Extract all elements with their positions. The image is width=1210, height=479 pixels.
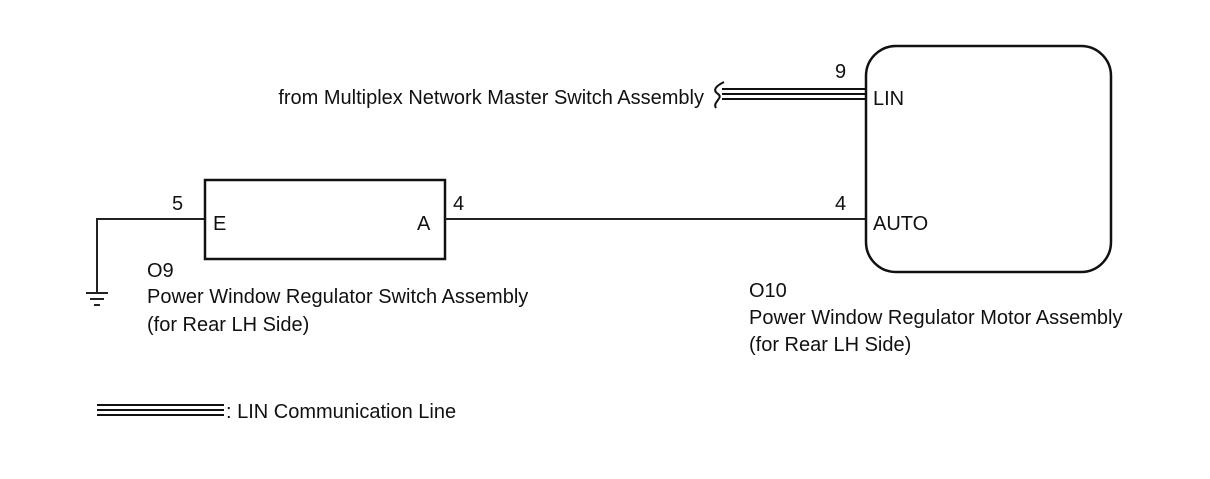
motor-side: (for Rear LH Side) (749, 334, 911, 356)
motor-code: O10 (749, 280, 787, 302)
motor-pin-lin-number: 9 (835, 61, 846, 83)
switch-code: O9 (147, 260, 174, 282)
source-label: from Multiplex Network Master Switch Ass… (278, 87, 704, 109)
ground-icon (86, 292, 108, 306)
switch-pin-a-label: A (417, 213, 431, 235)
legend-label: : LIN Communication Line (226, 401, 456, 423)
legend-lin-symbol (97, 404, 224, 416)
lin-communication-line (722, 88, 866, 100)
motor-assembly-box (864, 44, 1113, 274)
motor-pin-auto-number: 4 (835, 193, 846, 215)
motor-name: Power Window Regulator Motor Assembly (749, 307, 1122, 329)
switch-pin-a-number: 4 (453, 193, 464, 215)
motor-pin-lin-label: LIN (873, 88, 904, 110)
switch-pin-e-number: 5 (172, 193, 183, 215)
switch-assembly-box (203, 178, 447, 261)
motor-pin-auto-label: AUTO (873, 213, 928, 235)
switch-pin-e-label: E (213, 213, 226, 235)
switch-name: Power Window Regulator Switch Assembly (147, 286, 528, 308)
ground-wire (96, 218, 205, 293)
switch-side: (for Rear LH Side) (147, 314, 309, 336)
wire-break-icon (714, 81, 725, 109)
